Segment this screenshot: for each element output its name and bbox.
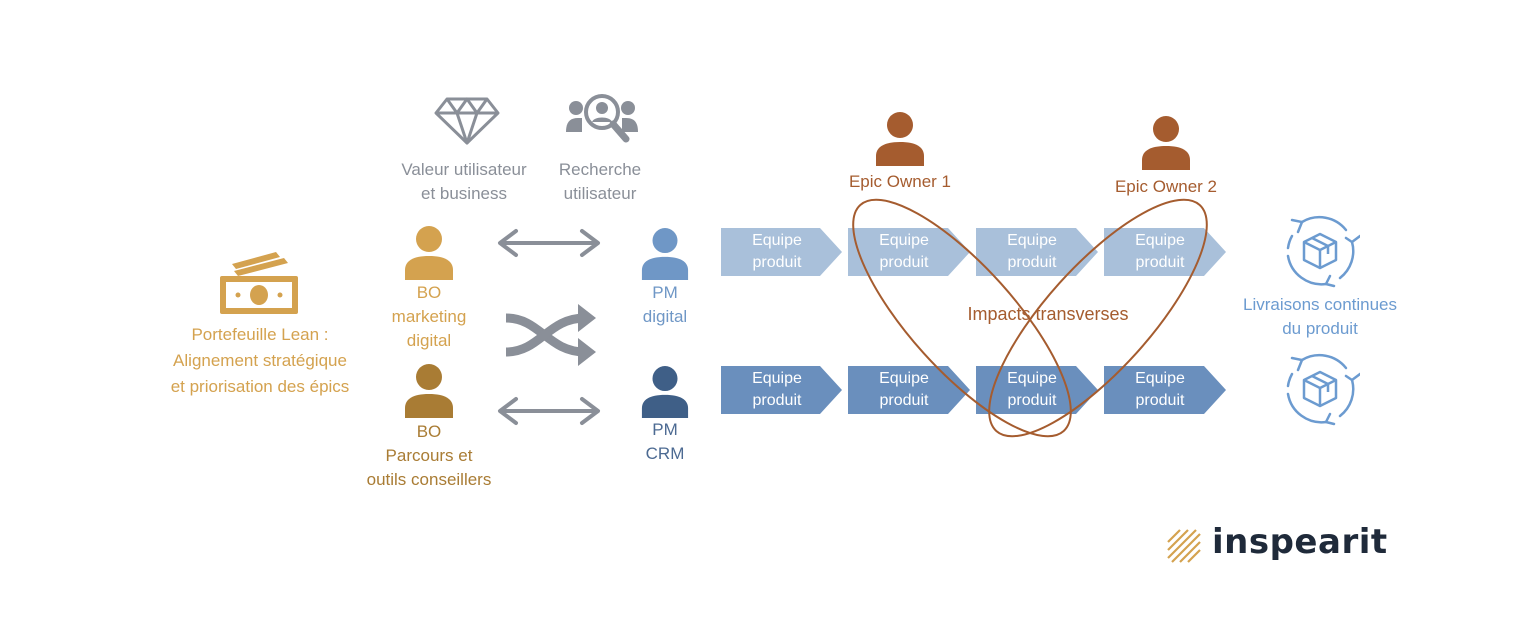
portfolio-label: Portefeuille Lean : Alignement stratégiq… [170,325,350,396]
team-chevrons-digital [721,228,1226,276]
epic-owner-1-label: Epic Owner 1 [848,172,952,191]
value-user-label: Valeur utilisateur et business [401,160,527,203]
epic-owner-2-label: Epic Owner 2 [1114,177,1218,196]
brand-logo-text: inspearit [1212,522,1388,562]
person-icon [405,226,453,280]
box-cycle-icon [1286,353,1360,426]
shuffle-arrows-icon [505,313,586,357]
pm-digital-label: PM digital [642,283,688,326]
diamond-icon [434,97,500,145]
person-icon [876,112,924,166]
impact-ellipses [852,198,1208,438]
person-icon [641,366,689,418]
deliveries-label: Livraisons continues du produit [1242,295,1398,338]
team-chevrons-crm [721,366,1226,414]
impacts-label: Impacts transverses [967,304,1129,324]
pm-crm-label: PM CRM [645,420,685,463]
logo-stripes-icon [1167,529,1201,563]
double-arrow-bottom [498,397,600,425]
bo-marketing-label: BO marketing digital [391,283,467,350]
double-arrow-top [498,229,600,257]
user-search-icon [566,94,638,143]
box-cycle-icon [1286,215,1360,288]
research-user-label: Recherche utilisateur [558,160,642,203]
bo-parcours-label: BO Parcours et outils conseillers [366,422,492,489]
money-icon [220,252,298,314]
person-icon [1142,116,1190,170]
person-icon [405,364,453,418]
person-icon [641,228,689,280]
